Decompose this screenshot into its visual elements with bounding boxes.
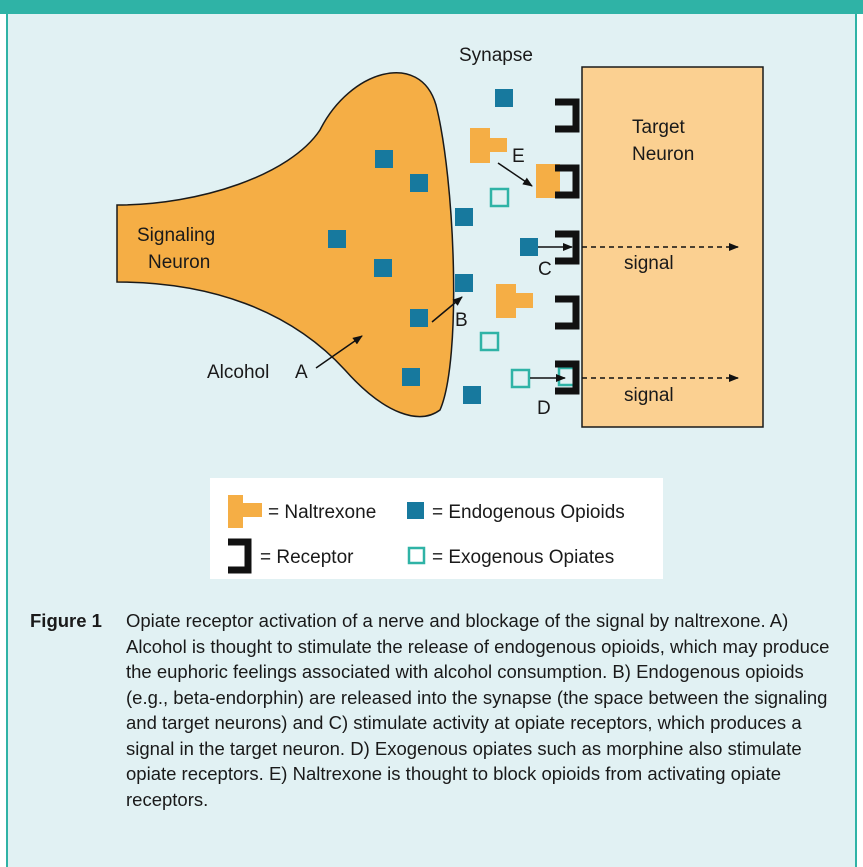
opioid-square [410, 309, 428, 327]
opioid-square [455, 208, 473, 226]
opioid-square [463, 386, 481, 404]
legend-exogenous-text: = Exogenous Opiates [432, 547, 614, 568]
alcohol-label: Alcohol [207, 362, 269, 383]
opioid-square [455, 274, 473, 292]
opioid-square [520, 238, 538, 256]
signaling-neuron-label-line2: Neuron [148, 252, 210, 273]
naltrexone-shape [470, 128, 507, 163]
exogenous-opiates [481, 189, 574, 387]
figure-caption: Figure 1 Opiate receptor activation of a… [30, 608, 830, 812]
opioid-square [495, 89, 513, 107]
opiate-receptor-diagram: Synapse Target Neuron Signaling Neuron A… [0, 0, 863, 600]
exogenous-square-bound [559, 368, 574, 385]
legend-endogenous-text: = Endogenous Opioids [432, 502, 625, 523]
marker-a: A [295, 362, 308, 383]
caption-text: Opiate receptor activation of a nerve an… [126, 608, 830, 812]
exogenous-square [491, 189, 508, 206]
opioid-square [375, 150, 393, 168]
receptor [555, 299, 576, 326]
marker-b: B [455, 310, 468, 331]
target-neuron-label-line1: Target [632, 117, 686, 138]
legend: = Naltrexone = Endogenous Opioids = Rece… [210, 478, 663, 579]
synapse-label: Synapse [459, 45, 533, 66]
opioid-square [328, 230, 346, 248]
naltrexone-shape [496, 284, 533, 318]
legend-naltrexone-text: = Naltrexone [268, 502, 376, 523]
marker-d: D [537, 398, 551, 419]
exogenous-square [481, 333, 498, 350]
legend-endogenous-icon [407, 502, 424, 519]
marker-c: C [538, 259, 552, 280]
target-neuron-label-line2: Neuron [632, 144, 694, 165]
opioid-square [374, 259, 392, 277]
opioid-square [402, 368, 420, 386]
legend-receptor-text: = Receptor [260, 547, 354, 568]
exogenous-square [512, 370, 529, 387]
marker-e: E [512, 146, 525, 167]
signaling-neuron-label-line1: Signaling [137, 225, 215, 246]
signal-label-lower: signal [624, 385, 674, 406]
opioid-square [410, 174, 428, 192]
caption-label: Figure 1 [30, 608, 125, 634]
receptor [555, 102, 576, 129]
signal-label-upper: signal [624, 253, 674, 274]
endogenous-opioids-synapse [455, 89, 538, 404]
